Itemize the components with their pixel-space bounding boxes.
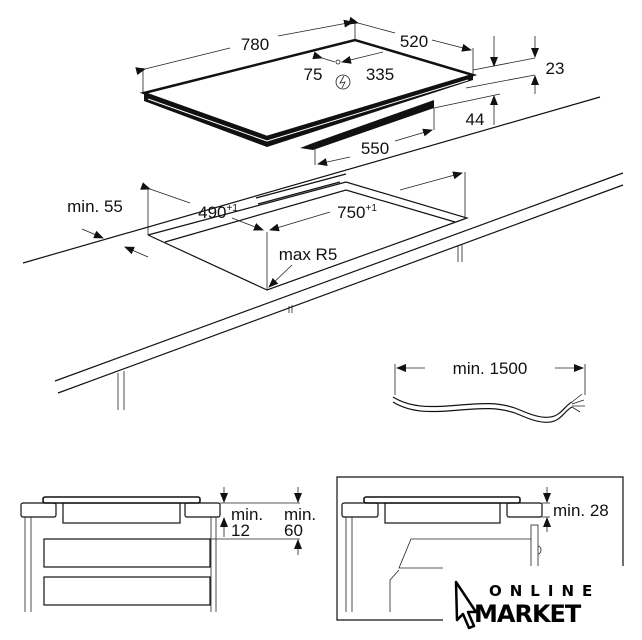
section-drawers: min. 12 min. 60 xyxy=(20,487,316,612)
section-oven: min. 28 xyxy=(336,476,624,621)
cable-length-label: min. 1500 xyxy=(453,359,528,378)
worktop xyxy=(22,96,624,410)
electric-connection-icon xyxy=(335,74,351,90)
min-60-value: 60 xyxy=(284,521,303,540)
body-height-label: 44 xyxy=(466,110,485,129)
min-12-label: min. xyxy=(231,505,263,524)
hob-3d xyxy=(139,38,478,150)
cutout-depth-label: 490+1 xyxy=(198,203,238,222)
hob-depth-label: 520 xyxy=(400,32,428,51)
cutout-width-label: 750+1 xyxy=(337,203,377,222)
body-width-label: 550 xyxy=(361,139,389,158)
glass-thickness-label: 23 xyxy=(546,59,565,78)
cutout: 490+1 750+1 max R5 min. 55 xyxy=(67,171,469,291)
min-28-label: min. 28 xyxy=(553,501,609,520)
logo-line2: MARKET xyxy=(474,600,582,628)
min-60-label: min. xyxy=(284,505,316,524)
corner-radius-label: max R5 xyxy=(279,245,338,264)
connection-right-label: 335 xyxy=(366,65,394,84)
connection-left-label: 75 xyxy=(304,65,323,84)
online-market-logo: ONLINE MARKET xyxy=(443,566,642,640)
hob-width-label: 780 xyxy=(241,35,269,54)
cursor-icon xyxy=(454,580,478,630)
front-distance-label: min. 55 xyxy=(67,197,123,216)
cable: min. 1500 xyxy=(392,359,586,423)
logo-line1: ONLINE xyxy=(489,582,600,600)
hob-dimensions: 780 520 75 335 23 44 550 xyxy=(135,16,565,166)
min-12-value: 12 xyxy=(231,521,250,540)
